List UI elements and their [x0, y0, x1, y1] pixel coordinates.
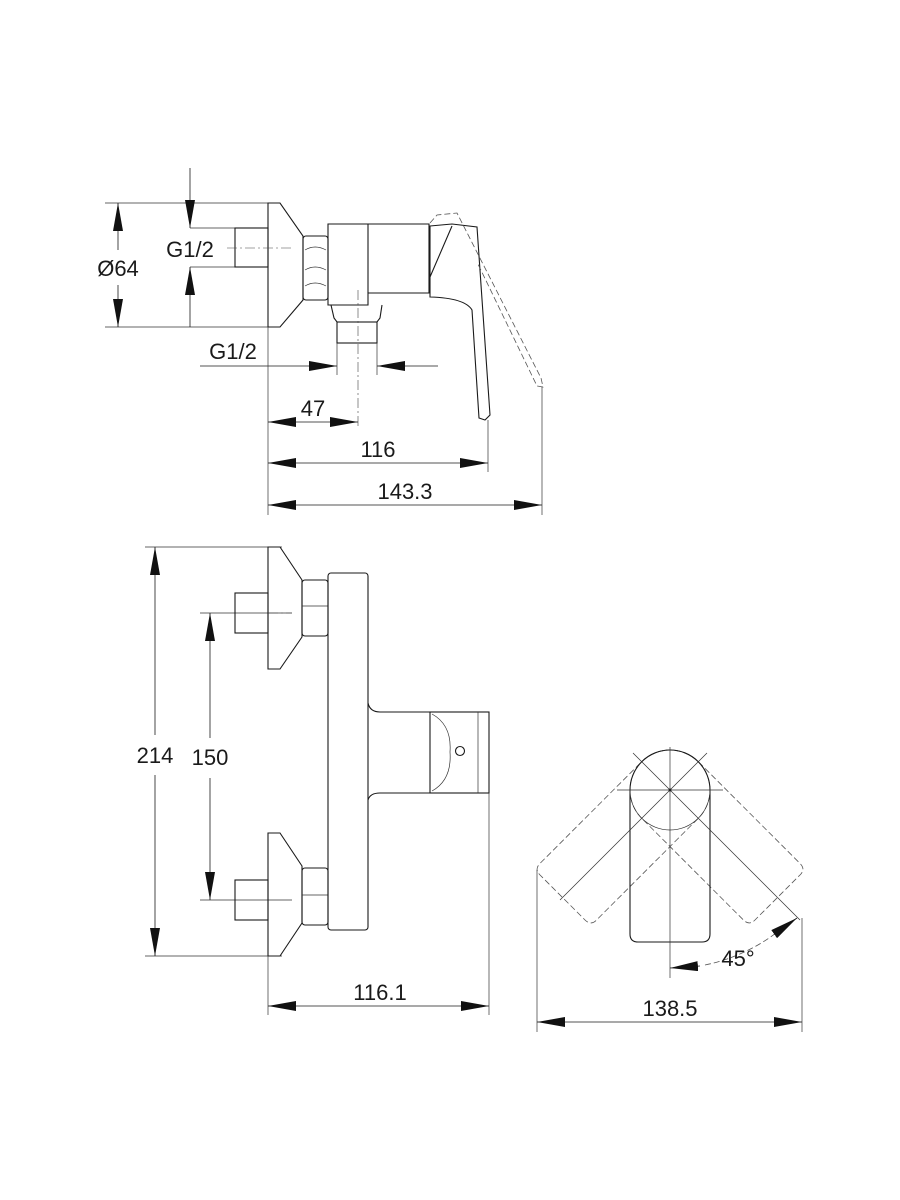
wall-flange-bottom — [267, 832, 303, 957]
body-depth-label: 116 — [360, 437, 395, 462]
lever-neck — [367, 702, 430, 801]
lever-handle-raised-position — [429, 212, 544, 388]
total-height-label: 214 — [137, 743, 174, 768]
inlet-nipple-bottom — [234, 879, 269, 921]
mixer-body-front — [327, 572, 369, 931]
total-depth-label: 143.3 — [377, 479, 432, 504]
top-view: 45° 138.5 — [536, 747, 804, 1032]
mixer-body — [327, 223, 430, 306]
inlet-thread-label: G1/2 — [166, 237, 214, 262]
diameter-label: Ø64 — [97, 256, 139, 281]
hex-nut — [302, 235, 329, 301]
lever-handle — [429, 223, 491, 421]
wall-flange-top — [267, 546, 303, 670]
side-view: Ø64 G1/2 G1/2 47 — [97, 168, 544, 515]
wall-flange — [267, 202, 304, 328]
inlet-nipple — [234, 227, 269, 268]
lever-top — [629, 749, 711, 943]
temperature-indicator — [454, 745, 466, 757]
hex-nut-top — [301, 579, 329, 637]
front-depth-label: 116.1 — [353, 980, 406, 1005]
lever-handle-front — [429, 711, 490, 794]
rotation-angle-label: 45° — [721, 946, 754, 971]
hex-nut-bottom — [301, 867, 329, 926]
front-view: 214 150 116.1 — [137, 546, 490, 1015]
inlet-spacing-label: 150 — [192, 745, 229, 770]
outlet-thread-label: G1/2 — [209, 339, 257, 364]
outlet-fitting — [336, 321, 378, 344]
swing-width-label: 138.5 — [642, 996, 697, 1021]
outlet-offset-label: 47 — [301, 396, 325, 421]
